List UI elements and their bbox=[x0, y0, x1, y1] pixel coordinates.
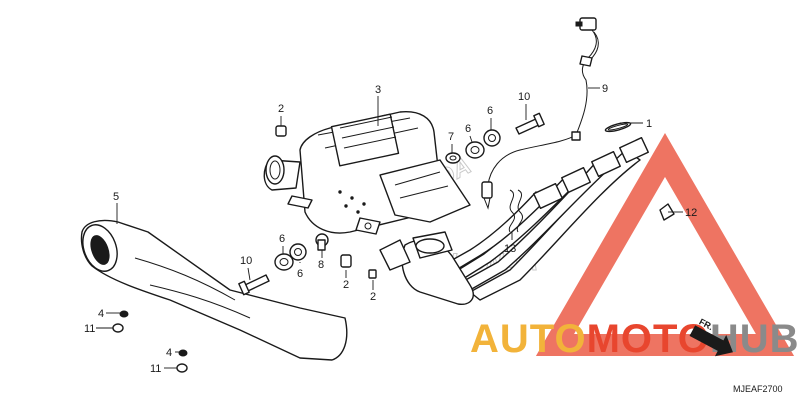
drawing-code: MJEAF2700 bbox=[733, 384, 783, 394]
callout-2-lower-right: 2 bbox=[370, 291, 376, 303]
callout-13: 13 bbox=[504, 243, 516, 255]
callout-7: 7 bbox=[448, 131, 454, 143]
watermark-part-auto: AUTO bbox=[470, 317, 587, 361]
watermark-logo: AUTOMOTOHUB bbox=[470, 317, 800, 361]
callout-8: 8 bbox=[318, 259, 324, 271]
callout-12: 12 bbox=[685, 207, 697, 219]
callout-1: 1 bbox=[646, 118, 652, 130]
callout-5: 5 bbox=[113, 191, 119, 203]
callout-2-lower-left: 2 bbox=[343, 279, 349, 291]
callout-3: 3 bbox=[375, 84, 381, 96]
callout-6-c: 6 bbox=[279, 233, 285, 245]
callout-11-upper: 11 bbox=[84, 323, 95, 335]
callout-11-lower: 11 bbox=[150, 363, 161, 375]
watermark-part-hub: HUB bbox=[710, 317, 800, 361]
oxygen-sensor-wire bbox=[481, 17, 599, 210]
watermark-part-moto: MOTO bbox=[587, 317, 710, 361]
callout-labels: 1 2 2 2 3 4 4 5 6 6 6 6 7 8 9 10 10 11 1… bbox=[84, 83, 697, 375]
callout-6-d: 6 bbox=[297, 268, 303, 280]
callout-10-upper: 10 bbox=[518, 91, 530, 103]
gasket-part bbox=[604, 121, 632, 133]
leader-lines bbox=[96, 87, 683, 369]
muffler bbox=[80, 219, 348, 361]
hardware-parts bbox=[112, 112, 675, 373]
svg-text:AUTOMOTOHUB: AUTOMOTOHUB bbox=[470, 317, 800, 361]
callout-2-upper: 2 bbox=[278, 103, 284, 115]
callout-6-b: 6 bbox=[487, 105, 493, 117]
exhaust-chamber bbox=[263, 111, 471, 235]
callout-4-lower: 4 bbox=[166, 347, 172, 359]
callout-4-upper: 4 bbox=[98, 308, 104, 320]
callout-9: 9 bbox=[602, 83, 608, 95]
watermark-triangle bbox=[535, 133, 795, 356]
callout-10-lower: 10 bbox=[240, 255, 252, 267]
callout-6-a: 6 bbox=[465, 123, 471, 135]
